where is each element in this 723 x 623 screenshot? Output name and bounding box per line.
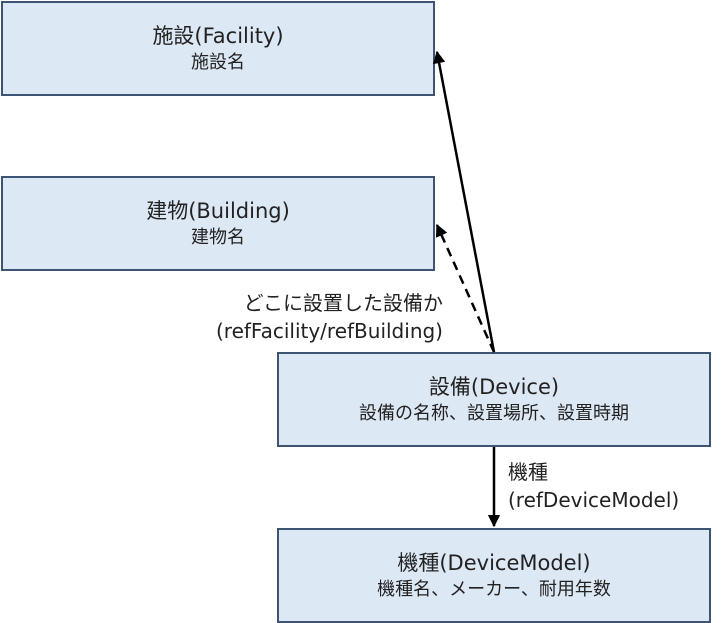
arrow-device-to-building-dashed xyxy=(435,223,496,353)
building-box: 建物(Building) 建物名 xyxy=(1,176,435,271)
location-label-line2: (refFacility/refBuilding) xyxy=(215,319,443,343)
device-model-title: 機種(DeviceModel) xyxy=(397,550,591,575)
device-box: 設備(Device) 設備の名称、設置場所、設置時期 xyxy=(277,352,711,447)
location-label-line1: どこに設置した設備か xyxy=(243,291,443,315)
model-reference-label: 機種 (refDeviceModel) xyxy=(508,458,679,514)
facility-box: 施設(Facility) 施設名 xyxy=(1,1,435,96)
building-attributes: 建物名 xyxy=(191,226,245,248)
building-title: 建物(Building) xyxy=(146,198,290,223)
device-model-attributes: 機種名、メーカー、耐用年数 xyxy=(377,578,611,600)
device-model-box: 機種(DeviceModel) 機種名、メーカー、耐用年数 xyxy=(277,528,711,623)
facility-title: 施設(Facility) xyxy=(152,23,284,48)
location-reference-label: どこに設置した設備か (refFacility/refBuilding) xyxy=(216,289,443,345)
arrow-device-to-facility xyxy=(432,50,496,353)
device-title: 設備(Device) xyxy=(428,374,560,399)
model-label-line1: 機種 xyxy=(508,460,548,484)
model-label-line2: (refDeviceModel) xyxy=(508,488,680,512)
device-attributes: 設備の名称、設置場所、設置時期 xyxy=(359,402,629,424)
facility-attributes: 施設名 xyxy=(191,51,245,73)
